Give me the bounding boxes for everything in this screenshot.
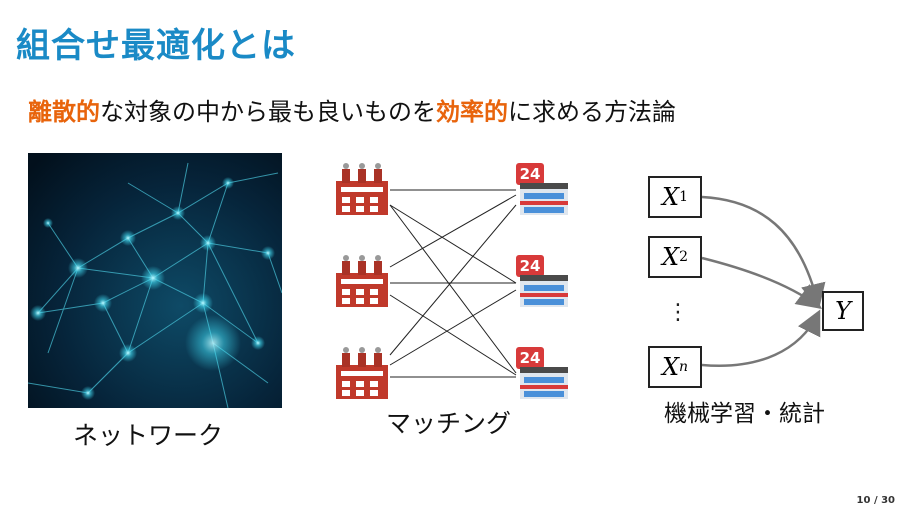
highlight-efficient: 効率的 xyxy=(436,98,508,126)
slide-subtitle: 離散的な対象の中から最も良いものを効率的に求める方法論 xyxy=(28,92,676,127)
store-badge: 24 xyxy=(520,165,541,183)
matching-diagram: 24 24 24 xyxy=(336,163,568,399)
store-badge: 24 xyxy=(520,349,541,367)
factory-icon xyxy=(336,163,388,215)
page-number: 10 / 30 xyxy=(856,495,895,506)
subtitle-text-2: に求める方法論 xyxy=(508,98,676,126)
slide-title: 組合せ最適化とは xyxy=(16,26,296,66)
subtitle-text-1: な対象の中から最も良いものを xyxy=(100,98,436,126)
caption-ml: 機械学習・統計 xyxy=(664,401,825,427)
store-badge: 24 xyxy=(520,257,541,275)
factory-icon xyxy=(336,347,388,399)
network-image xyxy=(28,153,282,408)
ml-arrows xyxy=(701,195,826,367)
factory-icon xyxy=(336,255,388,307)
ellipsis: ⋮ xyxy=(667,300,689,325)
caption-matching: マッチング xyxy=(386,409,512,438)
caption-network: ネットワーク xyxy=(73,421,224,450)
highlight-discrete: 離散的 xyxy=(28,98,100,126)
variable-y: Y xyxy=(822,291,864,331)
